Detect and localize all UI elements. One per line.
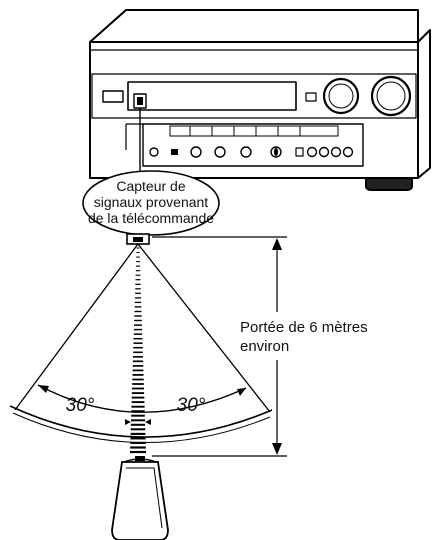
distance-arrow-bottom: [272, 443, 282, 455]
remote-emitter-icon: [135, 456, 145, 461]
volume-knob: [370, 75, 412, 117]
av-receiver: [89, 9, 431, 191]
receiver-top-panel: [89, 9, 419, 43]
cone-left-edge: [14, 243, 139, 411]
signal-beam: [130, 247, 146, 454]
power-indicator: [102, 90, 124, 103]
remote-control: [111, 456, 169, 540]
distance-dimension: [152, 236, 287, 457]
cone-right-edge: [137, 243, 271, 413]
sensor-callout-line2: signaux provenant: [94, 194, 209, 210]
range-arc-outer: [9, 405, 273, 438]
distance-arrow-top: [272, 238, 282, 250]
sensor-callout-bubble: [82, 170, 220, 236]
display-window: [127, 81, 297, 111]
receiver-side-panel: [417, 29, 431, 179]
sensor-callout-line3: de la télécommande: [88, 210, 214, 226]
receiver-foot: [365, 177, 413, 191]
sensor-callout-line1: Capteur de: [116, 178, 185, 194]
front-door-panel: [142, 123, 364, 167]
angle-label-left: 30°: [66, 395, 95, 416]
range-label-line2: environ: [240, 338, 289, 355]
remote-body: [111, 461, 169, 540]
input-selector-knob: [322, 77, 360, 115]
angle-label-right: 30°: [177, 395, 206, 416]
range-label-line1: Portée de 6 mètres: [240, 319, 368, 336]
